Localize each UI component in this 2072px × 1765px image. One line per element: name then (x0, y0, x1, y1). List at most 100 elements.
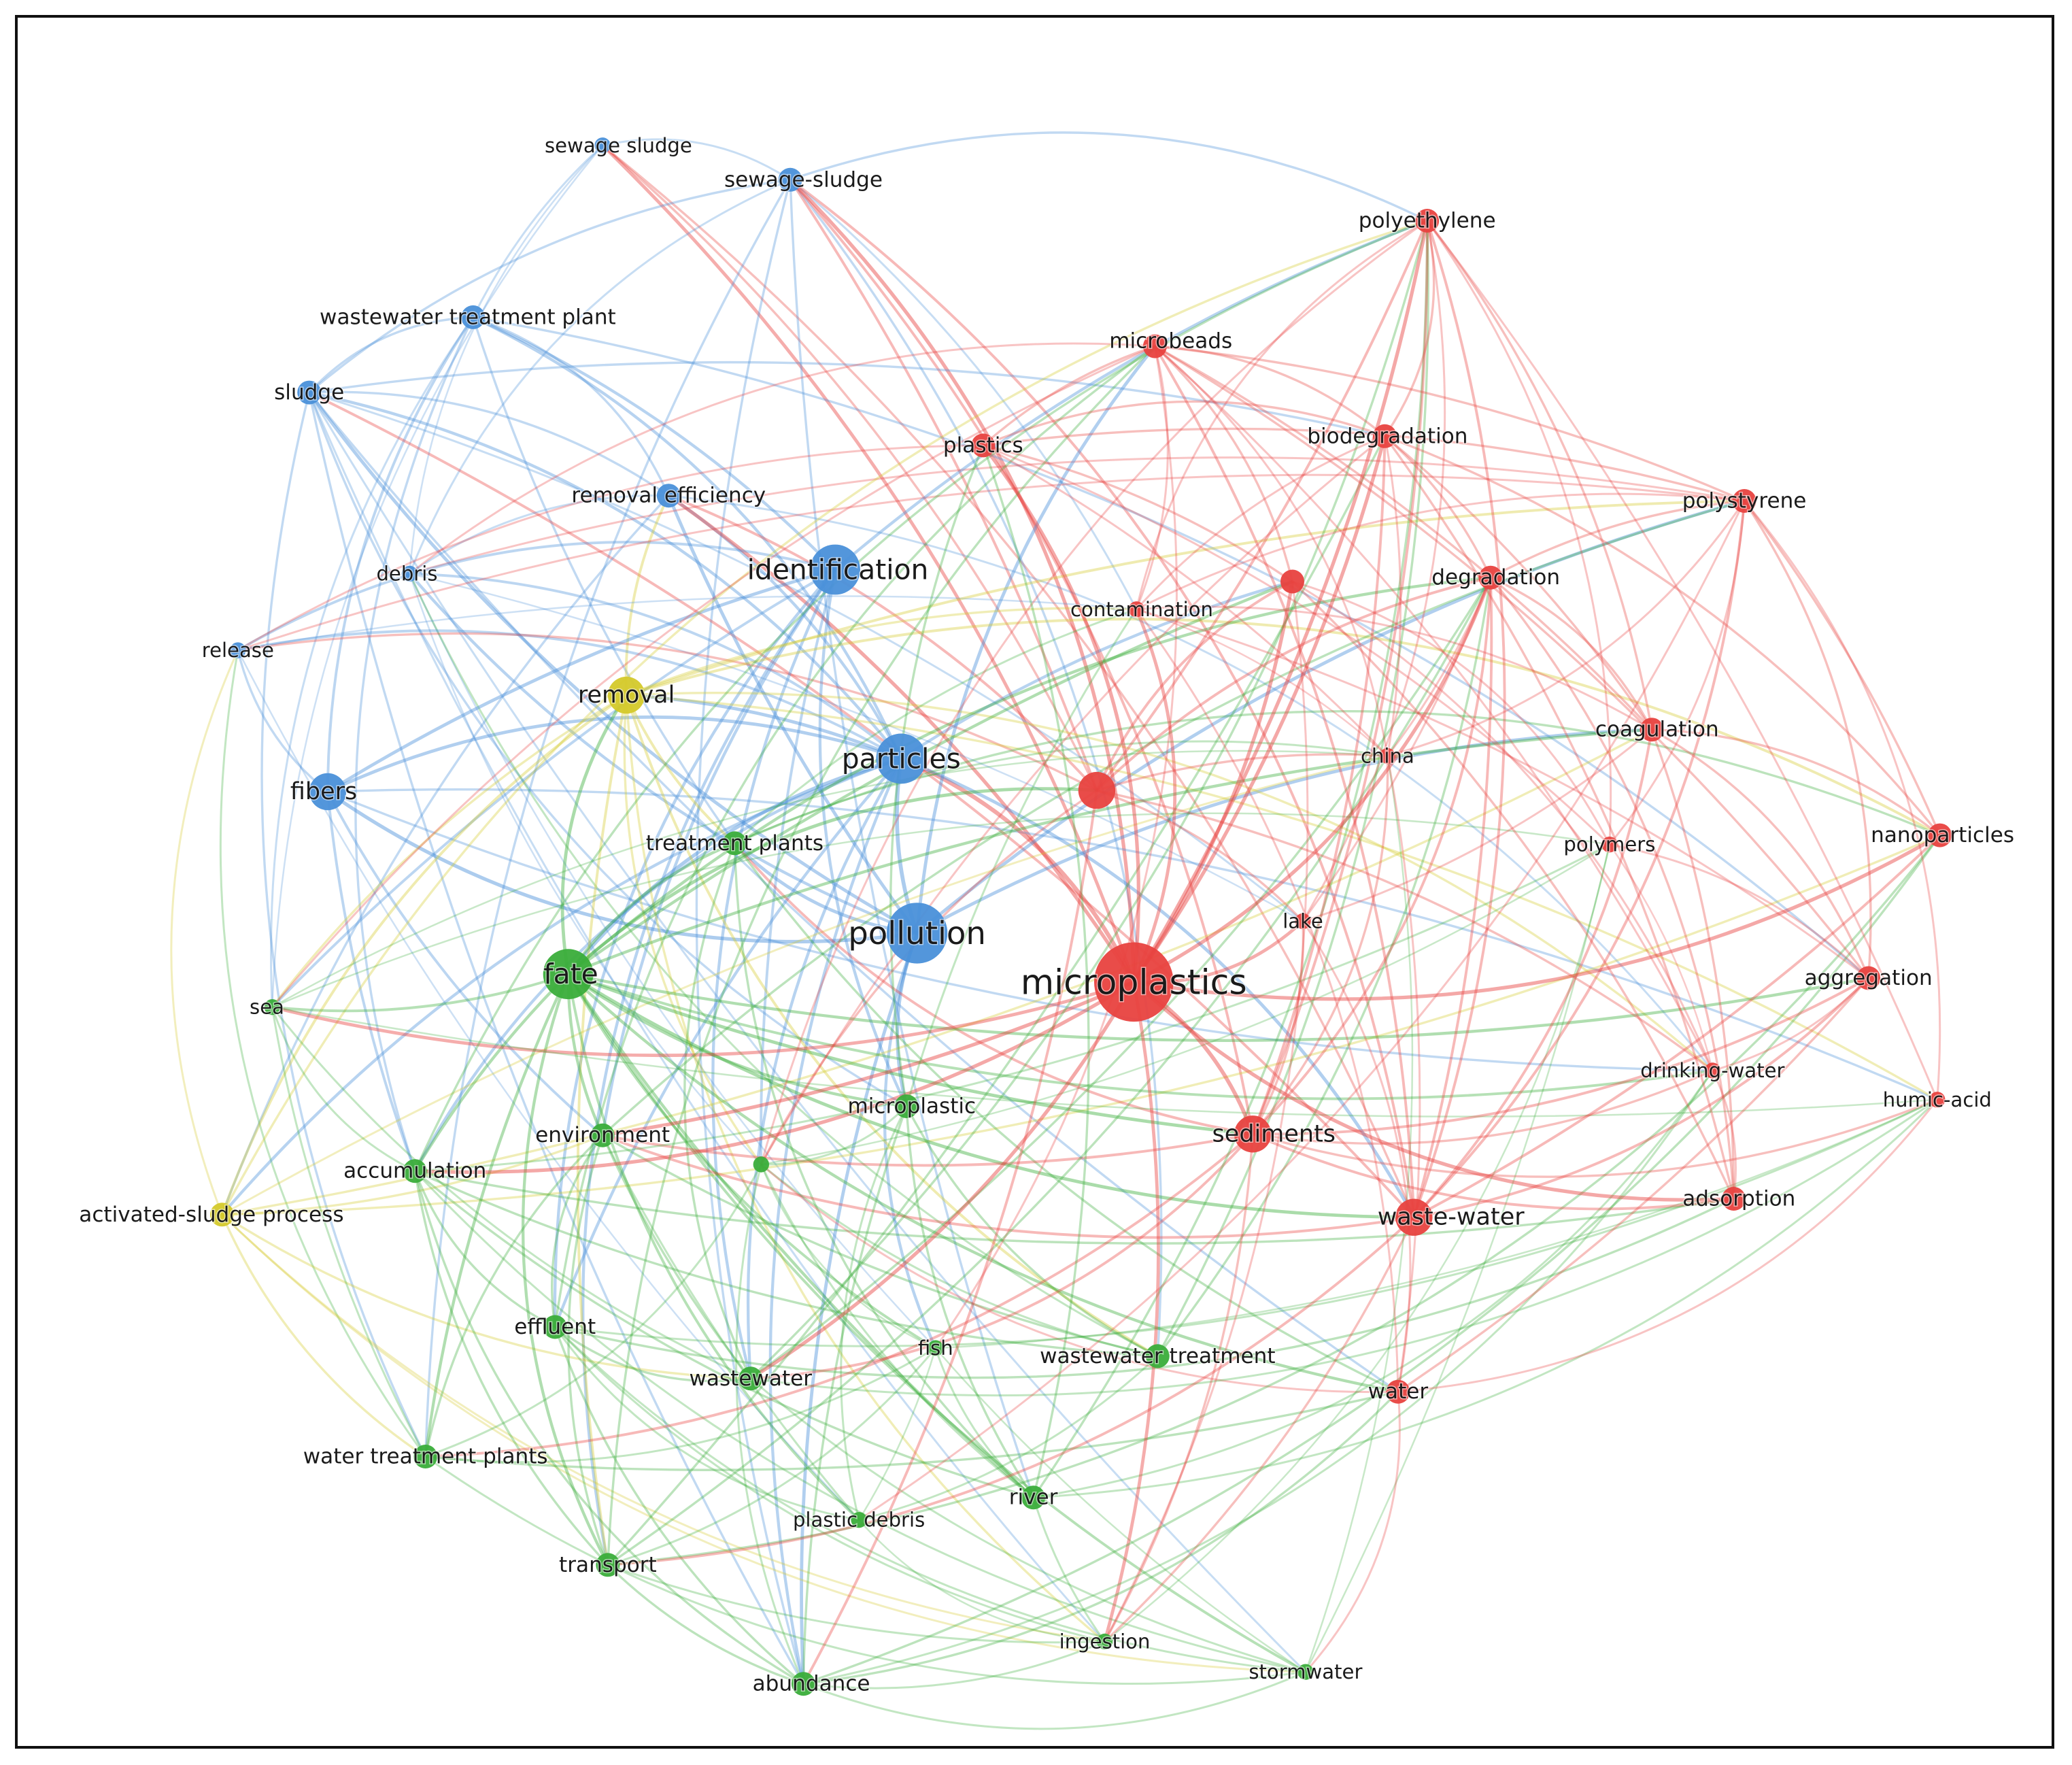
node-treatment-plants[interactable] (722, 831, 747, 856)
node-fate[interactable] (543, 949, 594, 1000)
node-adsorption[interactable] (1722, 1187, 1746, 1211)
node-identification[interactable] (810, 544, 860, 595)
network-edge (761, 843, 1610, 1166)
network-edge (601, 1134, 860, 1521)
node-wastewater[interactable] (738, 1366, 763, 1391)
node-polyethylene[interactable] (1415, 209, 1440, 233)
node-drinking-water[interactable] (1704, 1062, 1721, 1079)
label-river: river (1009, 1485, 1058, 1510)
node-polystyrene[interactable] (1732, 489, 1756, 513)
network-edge (554, 1326, 1105, 1643)
network-edge (1397, 1098, 1938, 1393)
network-edge (309, 360, 1385, 437)
network-edge (271, 750, 1388, 1008)
node-particles[interactable] (876, 733, 927, 784)
node-accumulation[interactable] (403, 1159, 427, 1183)
node-fish[interactable] (928, 1340, 944, 1356)
network-edge (1096, 753, 1388, 792)
node-sludge[interactable] (297, 380, 322, 405)
network-edge (271, 812, 1610, 1008)
node-removal-eff[interactable] (656, 484, 681, 508)
node-debris[interactable] (401, 565, 418, 582)
label-particles: particles (842, 742, 961, 775)
label-polystyrene: polystyrene (1682, 489, 1807, 514)
node-coagulation[interactable] (1640, 718, 1664, 742)
network-edge (1743, 500, 1941, 836)
node-sewage-sludge[interactable] (594, 137, 611, 154)
node-aggregation[interactable] (1856, 966, 1881, 990)
node-sediments[interactable] (1234, 1115, 1272, 1153)
network-edge (711, 569, 837, 1379)
network-edge (272, 973, 569, 1013)
node-wwtp[interactable] (461, 305, 486, 329)
node-microplastic[interactable] (894, 1094, 919, 1118)
node-abundance[interactable] (792, 1672, 815, 1696)
network-edge (1136, 608, 1869, 979)
node-lake[interactable] (1295, 913, 1311, 930)
node-transport[interactable] (596, 1553, 620, 1577)
node-contamination[interactable] (1128, 601, 1144, 618)
node-effluent[interactable] (543, 1315, 567, 1339)
node-plastic-debris[interactable] (851, 1512, 867, 1528)
node-sea[interactable] (264, 999, 280, 1015)
network-edge (1154, 345, 1653, 730)
network-nodes (210, 137, 1952, 1696)
node-removal[interactable] (607, 676, 645, 714)
label-degradation: degradation (1431, 565, 1560, 590)
label-environment: environment (535, 1123, 670, 1147)
node-nanoparticles[interactable] (1928, 823, 1952, 847)
node-pollution[interactable] (886, 903, 948, 964)
network-edge (237, 650, 328, 793)
node-water-tp[interactable] (413, 1445, 438, 1468)
node-plastics[interactable] (971, 433, 996, 458)
network-edge (734, 608, 1137, 844)
network-edge (260, 392, 427, 1458)
node-ingestion[interactable] (1096, 1633, 1113, 1650)
node-river[interactable] (1021, 1485, 1046, 1510)
node-fibers[interactable] (309, 773, 347, 811)
node-sewage-sludge2[interactable] (778, 167, 802, 192)
node-stormwater[interactable] (1297, 1664, 1314, 1680)
network-edge (858, 1355, 1159, 1522)
node-release[interactable] (230, 642, 246, 658)
network-edge (566, 973, 936, 1349)
network-edge (602, 1134, 1158, 1358)
network-edge (307, 391, 918, 935)
node-microbeads[interactable] (1142, 334, 1167, 358)
label-sediments: sediments (1212, 1120, 1336, 1147)
node-waste-water[interactable] (1395, 1198, 1433, 1236)
node-humic-acid[interactable] (1929, 1092, 1946, 1108)
node-unlabeled-red-big[interactable] (1078, 771, 1116, 809)
label-sewage-sludge2: sewage-sludge (724, 167, 883, 192)
network-edge (237, 541, 836, 652)
network-edge (1490, 499, 1745, 579)
network-edge (858, 1519, 1105, 1643)
node-environment[interactable] (590, 1123, 615, 1147)
node-degradation[interactable] (1478, 565, 1503, 590)
network-edge (905, 1105, 1159, 1358)
node-water[interactable] (1386, 1379, 1410, 1404)
network-edge (1033, 1098, 1938, 1499)
network-edge (858, 500, 1746, 1521)
node-microplastics[interactable] (1094, 942, 1174, 1022)
node-activated[interactable] (210, 1203, 234, 1227)
network-edge (554, 757, 902, 1328)
network-edge (626, 693, 902, 760)
network-edge (566, 973, 1035, 1499)
label-plastics: plastics (943, 433, 1023, 458)
network-edge (221, 755, 1388, 1216)
node-biodegradation[interactable] (1373, 424, 1397, 448)
label-drinking-water: drinking-water (1640, 1059, 1784, 1082)
network-edge (1136, 492, 1745, 611)
network-edge (472, 316, 836, 571)
node-china[interactable] (1379, 747, 1396, 764)
network-edge (1154, 345, 1870, 979)
node-unlabeled-green[interactable] (753, 1156, 770, 1173)
network-edge (221, 219, 1428, 1215)
network-edge (1136, 608, 1389, 757)
network-edge (623, 694, 762, 1165)
node-unlabeled-red[interactable] (1280, 569, 1304, 594)
label-microplastic: microplastic (847, 1094, 976, 1119)
node-ww-treatment[interactable] (1145, 1344, 1170, 1368)
node-polymers[interactable] (1601, 837, 1618, 853)
